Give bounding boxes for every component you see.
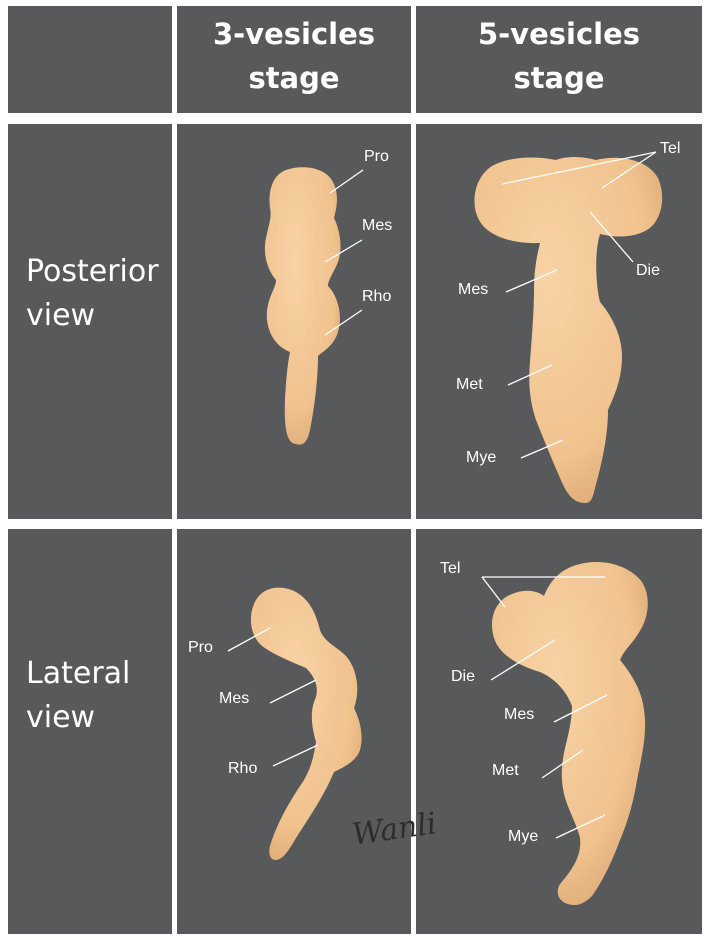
- label-p5-met: Met: [456, 376, 483, 394]
- leader-line-rho: [273, 745, 318, 766]
- label-l5-mes: Mes: [504, 706, 534, 724]
- leader-line-mes: [270, 680, 316, 703]
- label-p5-tel: Tel: [660, 140, 680, 158]
- label-l5-met: Met: [492, 762, 519, 780]
- label-l3-rho: Rho: [228, 760, 257, 778]
- leader-line-pro: [330, 170, 363, 193]
- posterior-5-vesicle-neural-tube: [474, 157, 662, 503]
- label-l5-die: Die: [451, 668, 475, 686]
- leader-line-tel-b: [482, 577, 505, 607]
- lateral-3-vesicle-neural-tube: [251, 588, 362, 860]
- label-p5-mye: Mye: [466, 449, 496, 467]
- label-l5-mye: Mye: [508, 828, 538, 846]
- label-l3-pro: Pro: [188, 639, 213, 657]
- posterior-3-vesicle-neural-tube: [265, 167, 341, 444]
- lateral-5-vesicle-neural-tube: [492, 562, 648, 905]
- label-p5-mes: Mes: [458, 281, 488, 299]
- label-p3-pro: Pro: [364, 148, 389, 166]
- label-p5-die: Die: [636, 262, 660, 280]
- label-l5-tel: Tel: [440, 560, 460, 578]
- label-p3-mes: Mes: [362, 217, 392, 235]
- label-l3-mes: Mes: [219, 690, 249, 708]
- label-p3-rho: Rho: [362, 288, 391, 306]
